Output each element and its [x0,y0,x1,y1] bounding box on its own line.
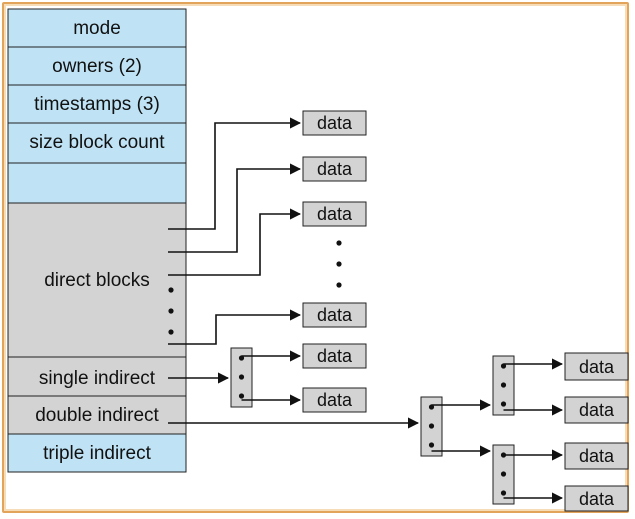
direct-blocks-ellipsis [168,287,174,335]
data-block [564,352,629,381]
field-direct-blocks-label: direct blocks [44,270,150,291]
inode-table: mode owners (2) timestamps (3) size bloc… [7,8,187,473]
second-level-links [503,358,564,504]
direct-pointers [168,117,302,345]
data-block [302,387,367,413]
field-mode-label: mode [73,18,121,39]
field-size-block-count [7,122,187,164]
data-block-label: data [317,113,353,133]
direct-data-blocks: data data data data [302,110,367,328]
second-level-block-lower [492,444,515,505]
double-indirect-block [420,396,443,457]
data-block-label: data [317,390,353,410]
data-block-label: data [317,346,353,366]
field-timestamps-label: timestamps (3) [34,94,160,115]
data-block [564,396,629,424]
single-indirect-block [230,347,253,408]
field-owners [7,46,187,86]
data-block [302,201,367,227]
data-block-label: data [317,204,353,224]
field-timestamps [7,84,187,124]
field-double-indirect [7,395,187,435]
data-block-label: data [317,305,353,325]
data-block [564,442,629,470]
field-double-indirect-label: double indirect [35,405,159,426]
field-triple-indirect [7,433,187,473]
data-block [302,343,367,369]
field-single-indirect-label: single indirect [39,368,156,389]
double-indirect-links [431,399,492,457]
diagram-frame [2,2,629,513]
data-block-label: data [317,159,353,179]
data-block-label: data [579,446,615,466]
data-block-label: data [579,400,615,420]
field-owners-label: owners (2) [52,56,142,77]
second-level-block-upper [492,355,515,416]
data-block [302,110,367,136]
data-block [302,156,367,182]
data-blocks-ellipsis [336,240,342,288]
data-block-label: data [579,489,615,509]
data-block-label: data [579,357,615,377]
field-blank [7,162,187,204]
field-single-indirect [7,356,187,397]
field-triple-indirect-label: triple indirect [43,443,151,464]
data-block [564,485,629,512]
single-indirect-links [241,350,302,406]
field-size-block-count-label: size block count [29,132,165,153]
data-block [302,302,367,328]
